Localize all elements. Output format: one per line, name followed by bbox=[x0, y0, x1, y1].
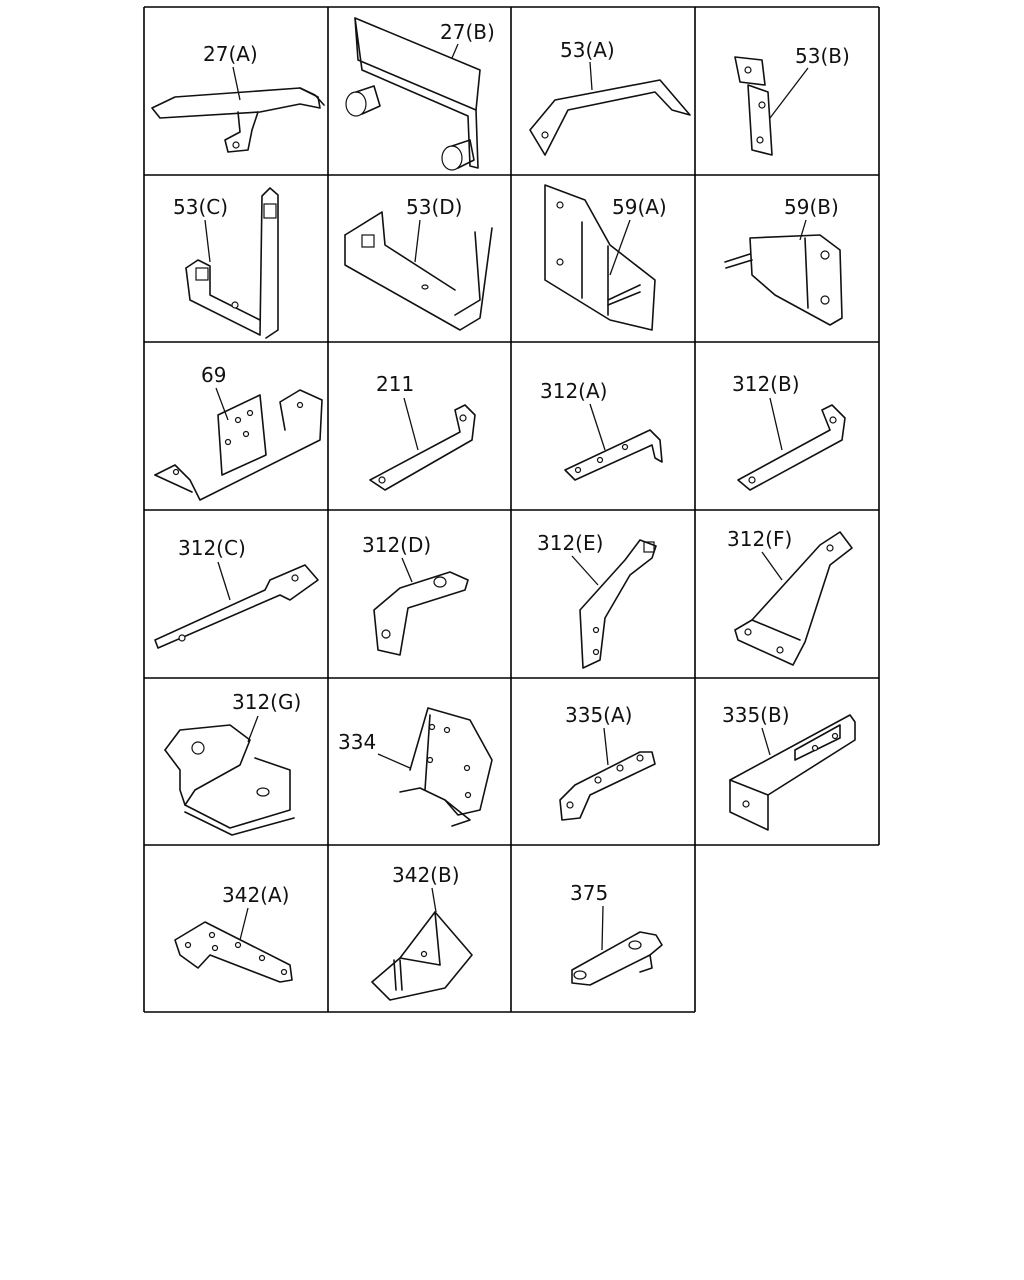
part-312d: 312(D) bbox=[362, 533, 469, 656]
part-334: 334 bbox=[338, 707, 493, 827]
part-label-53a: 53(A) bbox=[560, 38, 615, 62]
part-label-312g: 312(G) bbox=[232, 690, 301, 714]
part-label-312b: 312(B) bbox=[732, 372, 800, 396]
part-312e: 312(E) bbox=[537, 531, 657, 669]
part-59b: 59(B) bbox=[724, 195, 843, 326]
part-312g: 312(G) bbox=[164, 690, 301, 836]
part-label-27a: 27(A) bbox=[203, 42, 258, 66]
part-label-375: 375 bbox=[570, 881, 608, 905]
part-375: 375 bbox=[570, 881, 663, 986]
part-211: 211 bbox=[369, 372, 476, 491]
part-label-53d: 53(D) bbox=[406, 195, 462, 219]
part-342a: 342(A) bbox=[174, 883, 293, 983]
part-label-27b: 27(B) bbox=[440, 20, 495, 44]
part-342b: 342(B) bbox=[371, 863, 473, 1001]
part-label-59a: 59(A) bbox=[612, 195, 667, 219]
part-label-334: 334 bbox=[338, 730, 376, 754]
part-label-312c: 312(C) bbox=[178, 536, 246, 560]
part-label-312d: 312(D) bbox=[362, 533, 431, 557]
part-27b: 27(B) bbox=[345, 17, 495, 171]
part-312f: 312(F) bbox=[727, 527, 853, 666]
part-label-342b: 342(B) bbox=[392, 863, 460, 887]
part-label-59b: 59(B) bbox=[784, 195, 839, 219]
part-53c: 53(C) bbox=[173, 187, 279, 339]
part-53a: 53(A) bbox=[529, 38, 691, 156]
part-label-53b: 53(B) bbox=[795, 44, 850, 68]
part-label-342a: 342(A) bbox=[222, 883, 289, 907]
part-27a: 27(A) bbox=[151, 42, 325, 153]
part-label-312f: 312(F) bbox=[727, 527, 792, 551]
part-label-69: 69 bbox=[201, 363, 226, 387]
part-label-211: 211 bbox=[376, 372, 414, 396]
part-53b: 53(B) bbox=[734, 44, 850, 156]
part-335b: 335(B) bbox=[722, 703, 856, 831]
part-312b: 312(B) bbox=[732, 372, 846, 491]
part-312c: 312(C) bbox=[154, 536, 319, 649]
grid-lines bbox=[143, 6, 880, 1013]
part-label-312a: 312(A) bbox=[540, 379, 607, 403]
part-label-335b: 335(B) bbox=[722, 703, 790, 727]
part-335a: 335(A) bbox=[559, 703, 656, 821]
part-label-312e: 312(E) bbox=[537, 531, 603, 555]
part-label-335a: 335(A) bbox=[565, 703, 632, 727]
part-59a: 59(A) bbox=[544, 184, 667, 331]
part-53d: 53(D) bbox=[344, 195, 493, 331]
part-69: 69 bbox=[154, 363, 323, 501]
part-label-53c: 53(C) bbox=[173, 195, 228, 219]
part-312a: 312(A) bbox=[540, 379, 663, 481]
